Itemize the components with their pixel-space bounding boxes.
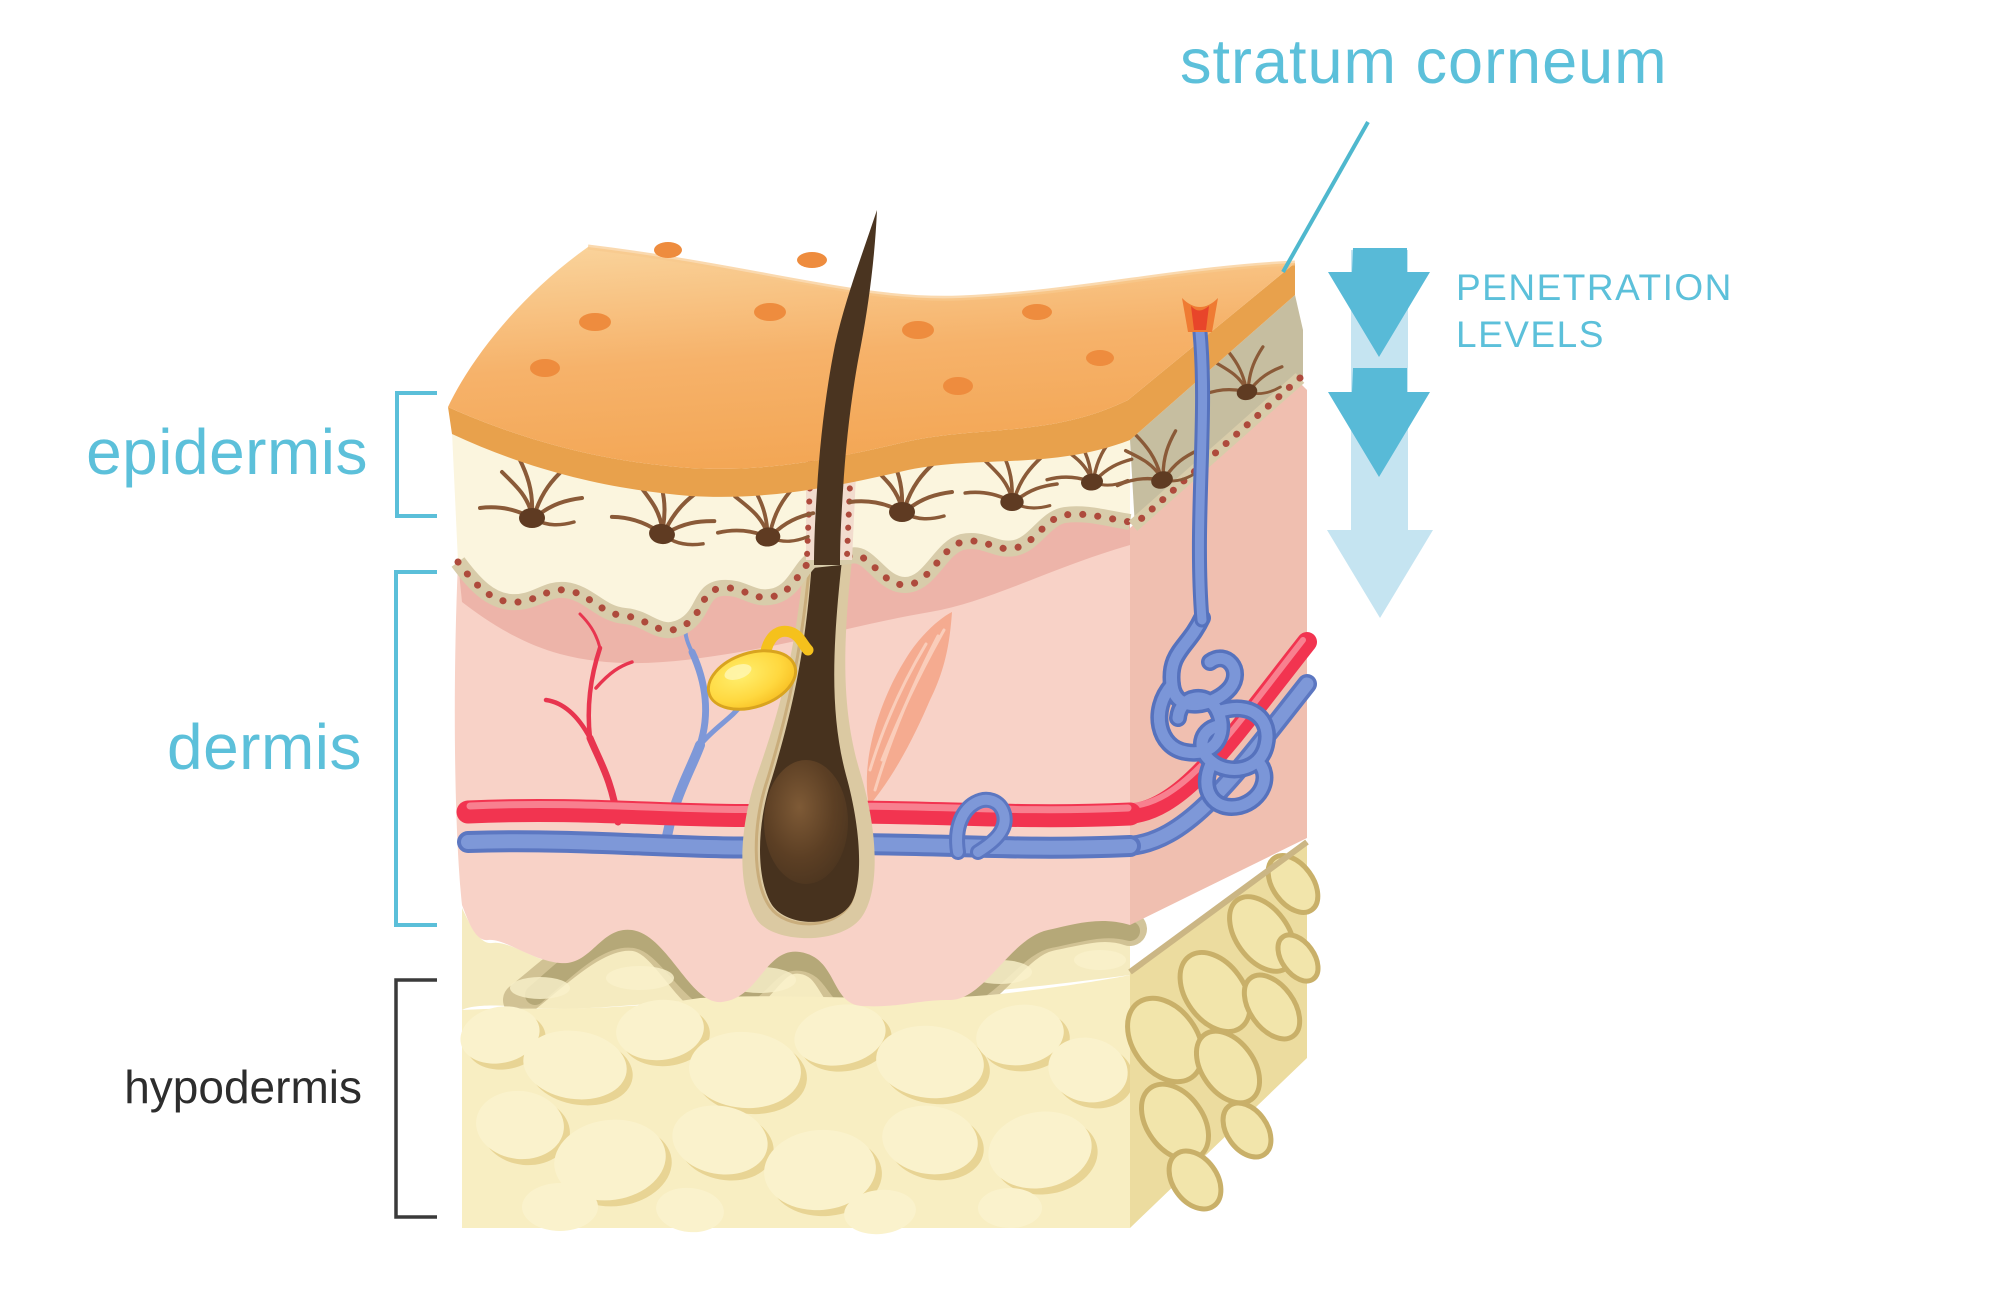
basement-membrane-dots — [454, 510, 1134, 634]
dermis-label: dermis — [166, 711, 362, 783]
stratum-corneum-label: stratum corneum — [1180, 27, 1668, 97]
capillaries — [543, 612, 747, 853]
under-dermis-shadow-core — [525, 918, 1140, 1015]
pointer-line — [1281, 121, 1370, 273]
hypodermis-label: hypodermis — [124, 1061, 362, 1113]
hypodermis-layer — [460, 839, 1321, 1235]
arrow-dark-2 — [1328, 368, 1430, 477]
sweat-gland-coil — [1150, 609, 1277, 816]
dermis-bracket — [394, 570, 437, 927]
surface-lip-front — [448, 263, 1295, 497]
hypodermis-bracket — [394, 978, 437, 1219]
epidermis-front-face — [452, 424, 1130, 631]
arrow-dark-1 — [1328, 248, 1430, 357]
hair-follicle — [742, 558, 875, 939]
dermis-layer — [454, 378, 1317, 1007]
hair-shaft — [814, 210, 877, 565]
penetration-levels-label: PENETRATION LEVELS — [1456, 267, 1733, 356]
epidermis-label: epidermis — [86, 416, 368, 488]
surface-back-edge — [587, 244, 1296, 301]
surface-top-face — [448, 247, 1295, 469]
sweat-duct — [1182, 298, 1218, 628]
fat-lobules-side — [1125, 853, 1321, 1212]
hypodermis-right-top-edge — [1128, 839, 1309, 975]
sebaceous-gland — [706, 625, 814, 711]
epidermis-layer — [451, 295, 1305, 639]
fat-lobules-front — [460, 999, 1134, 1235]
right-face-membrane-dots — [1129, 374, 1304, 530]
arrector-pili-muscle — [866, 612, 952, 806]
penetration-arrows — [1327, 248, 1433, 618]
layer-brackets — [394, 391, 437, 1219]
epidermis-bracket — [395, 391, 437, 518]
stratum-corneum-top-layer — [448, 242, 1296, 497]
pores — [530, 242, 1114, 395]
